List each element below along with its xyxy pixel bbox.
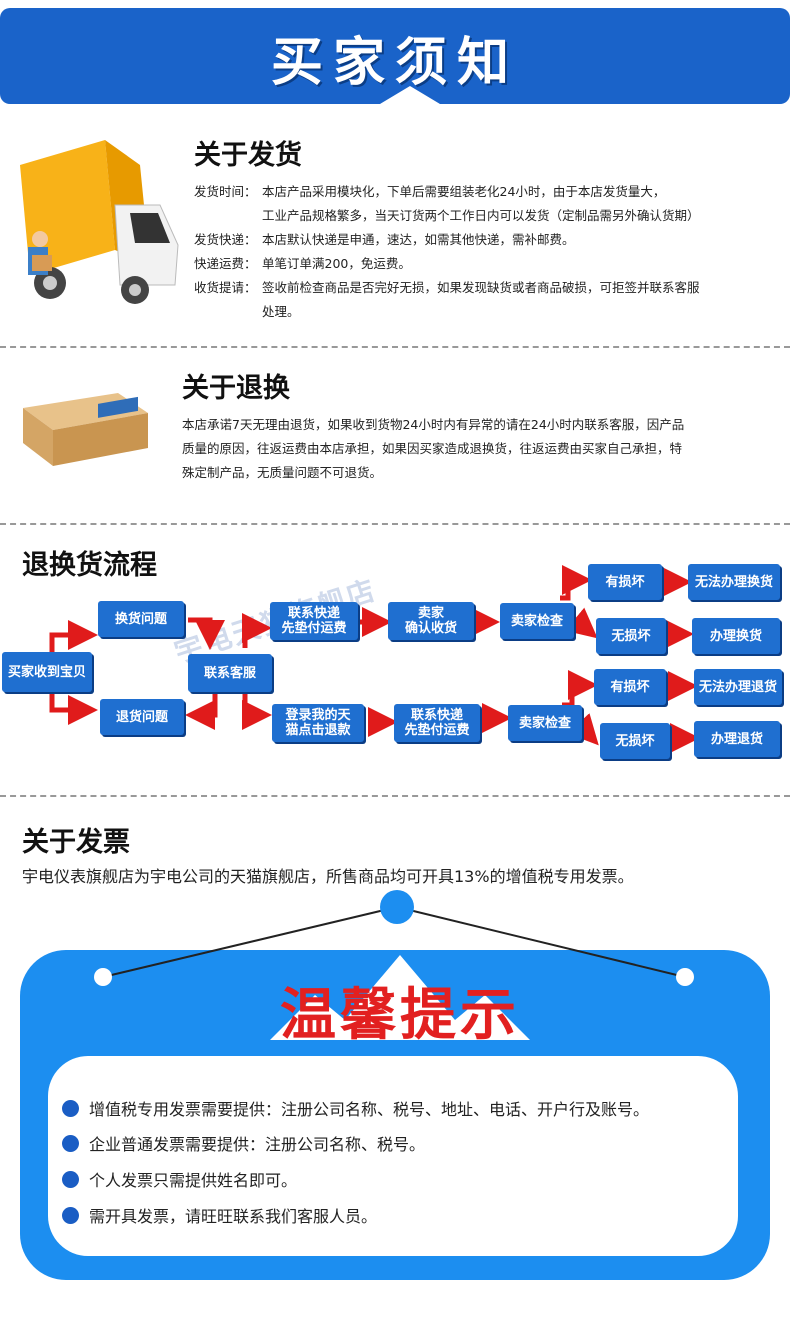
- flow-step-do-exchange: 办理换货: [692, 618, 780, 654]
- shipping-fee-text: 单笔订单满200，免运费。: [262, 256, 411, 271]
- shipping-time-text-2: 工业产品规格繁多，当天订货两个工作日内可以发货（定制品需另外确认货期）: [262, 208, 700, 223]
- divider: [0, 523, 790, 525]
- tips-hanger: [94, 890, 694, 986]
- tips-item: 企业普通发票需要提供：注册公司名称、税号。: [62, 1131, 425, 1155]
- tips-item: 需开具发票，请旺旺联系我们客服人员。: [62, 1203, 377, 1227]
- shipping-express-label: 发货快递：: [194, 232, 257, 247]
- tips-item-text: 个人发票只需提供姓名即可。: [89, 1171, 298, 1190]
- returns-body: 本店承诺7天无理由退货，如果收到货物24小时内有异常的请在24小时内联系客服，因…: [182, 413, 782, 485]
- flow-step-damaged-1: 有损坏: [588, 564, 662, 600]
- shipping-time-label: 发货时间：: [194, 184, 257, 199]
- flow-step-no-return: 无法办理退货: [694, 669, 782, 705]
- package-box-icon: [23, 393, 148, 466]
- shipping-time-text: 本店产品采用模块化，下单后需要组装老化24小时，由于本店发货量大，: [262, 184, 666, 199]
- flow-step-received: 买家收到宝贝: [2, 652, 92, 692]
- tips-content-panel: [48, 1056, 738, 1256]
- flow-step-express-prepay-1: 联系快递 先垫付运费: [270, 602, 358, 640]
- flow-step-seller-confirm: 卖家 确认收货: [388, 602, 474, 640]
- flow-step-seller-check-1: 卖家检查: [500, 603, 574, 639]
- shipping-fee-label: 快递运费：: [194, 256, 257, 271]
- delivery-truck-icon: [20, 140, 179, 304]
- returns-text-3: 殊定制产品，无质量问题不可退货。: [182, 465, 383, 480]
- tips-item-text: 企业普通发票需要提供：注册公司名称、税号。: [89, 1135, 426, 1154]
- header-notch: [380, 86, 440, 104]
- shipping-receipt-label: 收货提请：: [194, 280, 257, 295]
- flow-step-seller-check-2: 卖家检查: [508, 705, 582, 741]
- flow-step-login-refund: 登录我的天 猫点击退款: [272, 704, 364, 742]
- returns-text-2: 质量的原因，往返运费由本店承担，如果因买家造成退换货，往返运费由买家自己承担，特: [182, 441, 683, 456]
- tips-item: 增值税专用发票需要提供：注册公司名称、税号、地址、电话、开户行及账号。: [62, 1096, 649, 1120]
- page-title: 买家须知: [270, 32, 519, 93]
- flow-step-no-damage-1: 无损坏: [596, 618, 666, 654]
- tips-title-badge: [270, 955, 530, 1040]
- bullet-icon: [62, 1099, 79, 1117]
- divider: [0, 795, 790, 797]
- bullet-icon: [62, 1206, 79, 1224]
- divider: [0, 346, 790, 348]
- flow-arrows: [49, 565, 700, 753]
- flow-step-no-exchange: 无法办理换货: [688, 564, 780, 600]
- shipping-express-text: 本店默认快递是申通，速达，如需其他快递，需补邮费。: [262, 232, 575, 247]
- tips-title: 温馨提示: [280, 982, 520, 1048]
- flow-step-return-issue: 退货问题: [100, 699, 184, 735]
- flow-title: 退换货流程: [22, 550, 157, 581]
- shipping-receipt-text: 签收前检查商品是否完好无损，如果发现缺货或者商品破损，可拒签并联系客服: [262, 280, 700, 295]
- flow-step-damaged-2: 有损坏: [594, 669, 666, 705]
- flow-step-do-return: 办理退货: [694, 721, 780, 757]
- tips-item-text: 需开具发票，请旺旺联系我们客服人员。: [89, 1207, 378, 1226]
- flow-step-no-damage-2: 无损坏: [600, 723, 670, 759]
- tips-item-text: 增值税专用发票需要提供：注册公司名称、税号、地址、电话、开户行及账号。: [89, 1100, 650, 1119]
- shipping-receipt-text-2: 处理。: [262, 304, 300, 319]
- flow-step-express-prepay-2: 联系快递 先垫付运费: [394, 704, 480, 742]
- invoice-title: 关于发票: [22, 827, 130, 858]
- shipping-title: 关于发货: [194, 140, 302, 171]
- bullet-icon: [62, 1170, 79, 1188]
- tips-item: 个人发票只需提供姓名即可。: [62, 1167, 297, 1191]
- flow-step-contact-service: 联系客服: [188, 654, 272, 692]
- bullet-icon: [62, 1134, 79, 1152]
- flow-step-exchange-issue: 换货问题: [98, 601, 184, 637]
- returns-title: 关于退换: [182, 373, 290, 404]
- returns-text-1: 本店承诺7天无理由退货，如果收到货物24小时内有异常的请在24小时内联系客服，因…: [182, 417, 685, 432]
- shipping-body: 发货时间： 本店产品采用模块化，下单后需要组装老化24小时，由于本店发货量大， 工…: [194, 180, 784, 324]
- invoice-text: 宇电仪表旗舰店为宇电公司的天猫旗舰店，所售商品均可开具13%的增值税专用发票。: [22, 867, 634, 886]
